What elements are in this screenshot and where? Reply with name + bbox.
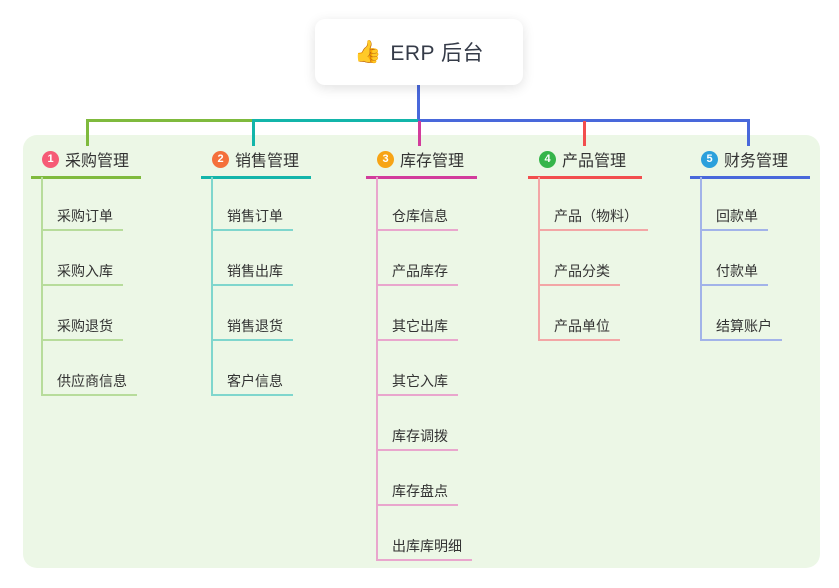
child-node[interactable]: 出库库明细 [376, 536, 472, 561]
connector-line [700, 177, 702, 341]
connector-line [528, 176, 642, 179]
branch-label: 销售管理 [235, 153, 300, 170]
branch-number-badge: 3 [377, 150, 394, 168]
child-label: 产品分类 [554, 263, 610, 279]
branch-number-badge: 4 [539, 150, 556, 168]
child-node[interactable]: 产品（物料） [538, 206, 648, 231]
child-node[interactable]: 仓库信息 [376, 206, 458, 231]
branches-panel [23, 135, 820, 568]
child-label: 库存调拨 [392, 428, 448, 444]
child-label: 产品库存 [392, 263, 448, 279]
child-node[interactable]: 采购订单 [41, 206, 123, 231]
connector-line [366, 176, 477, 179]
branch-node-4[interactable]: 4 产品管理 [539, 147, 626, 171]
connector-line [583, 121, 586, 146]
child-node[interactable]: 结算账户 [700, 316, 782, 341]
branch-number-badge: 5 [701, 150, 718, 168]
child-node[interactable]: 销售退货 [211, 316, 293, 341]
child-node[interactable]: 销售出库 [211, 261, 293, 286]
child-node[interactable]: 库存调拨 [376, 426, 458, 451]
child-node[interactable]: 产品库存 [376, 261, 458, 286]
child-node[interactable]: 回款单 [700, 206, 768, 231]
connector-line [376, 177, 378, 561]
connector-line [41, 177, 43, 396]
root-label: ERP 后台 [390, 42, 485, 65]
child-label: 出库库明细 [392, 538, 462, 554]
child-label: 销售订单 [227, 208, 283, 224]
child-node[interactable]: 其它入库 [376, 371, 458, 396]
connector-line [31, 176, 141, 179]
connector-line [252, 119, 419, 122]
branch-label: 库存管理 [400, 153, 465, 170]
child-label: 供应商信息 [57, 373, 127, 389]
child-node[interactable]: 销售订单 [211, 206, 293, 231]
child-label: 库存盘点 [392, 483, 448, 499]
connector-line [211, 177, 213, 396]
child-node[interactable]: 库存盘点 [376, 481, 458, 506]
root-node[interactable]: 👍 ERP 后台 [315, 19, 523, 85]
child-label: 产品单位 [554, 318, 610, 334]
child-node[interactable]: 采购退货 [41, 316, 123, 341]
connector-line [252, 121, 255, 146]
branch-node-1[interactable]: 1 采购管理 [42, 147, 129, 171]
branch-label: 财务管理 [724, 153, 789, 170]
child-label: 采购入库 [57, 263, 113, 279]
branch-label: 采购管理 [65, 153, 130, 170]
branch-label: 产品管理 [562, 153, 627, 170]
child-label: 付款单 [716, 263, 758, 279]
branch-node-2[interactable]: 2 销售管理 [212, 147, 299, 171]
child-node[interactable]: 产品分类 [538, 261, 620, 286]
child-node[interactable]: 采购入库 [41, 261, 123, 286]
child-node[interactable]: 其它出库 [376, 316, 458, 341]
connector-line [417, 85, 420, 119]
child-label: 结算账户 [716, 318, 772, 334]
branch-number-badge: 2 [212, 150, 229, 168]
connector-line [538, 177, 540, 341]
connector-line [201, 176, 311, 179]
child-label: 其它出库 [392, 318, 448, 334]
connector-line [86, 121, 89, 146]
branch-number-badge: 1 [42, 150, 59, 168]
child-label: 其它入库 [392, 373, 448, 389]
connector-line [418, 119, 750, 122]
branch-node-3[interactable]: 3 库存管理 [377, 147, 464, 171]
child-label: 采购退货 [57, 318, 113, 334]
child-label: 产品（物料） [554, 208, 638, 224]
child-node[interactable]: 付款单 [700, 261, 768, 286]
child-node[interactable]: 产品单位 [538, 316, 620, 341]
connector-line [418, 121, 421, 146]
child-label: 客户信息 [227, 373, 283, 389]
child-label: 仓库信息 [392, 208, 448, 224]
child-label: 采购订单 [57, 208, 113, 224]
connector-line [690, 176, 810, 179]
branch-node-5[interactable]: 5 财务管理 [701, 147, 788, 171]
child-label: 销售退货 [227, 318, 283, 334]
connector-line [747, 121, 750, 146]
connector-line [86, 119, 255, 122]
child-label: 回款单 [716, 208, 758, 224]
child-node[interactable]: 供应商信息 [41, 371, 137, 396]
child-label: 销售出库 [227, 263, 283, 279]
thumbs-up-icon: 👍 [353, 39, 382, 64]
child-node[interactable]: 客户信息 [211, 371, 293, 396]
